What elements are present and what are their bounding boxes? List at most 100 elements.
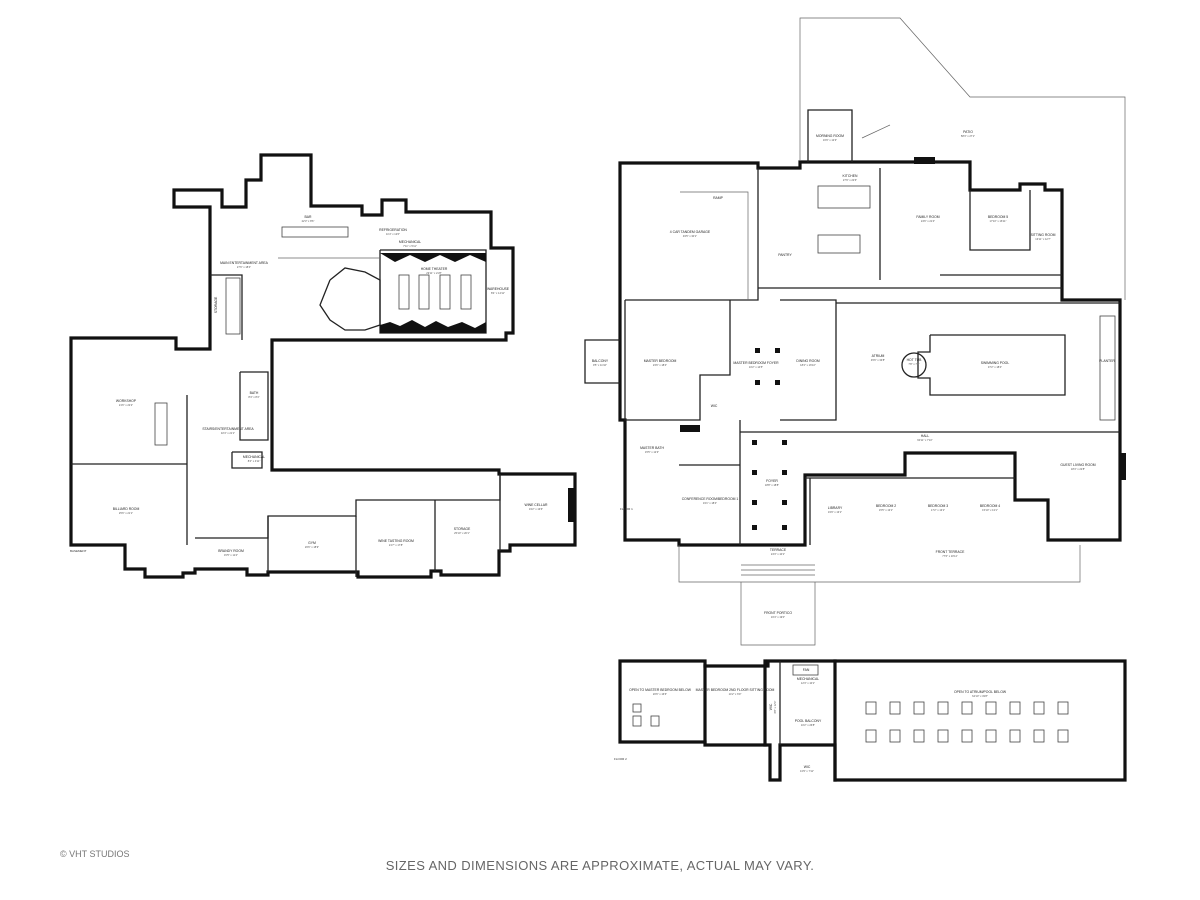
- room-warehouse-label: WAREHOUSE: [487, 287, 510, 291]
- room-bar-label: BAR: [305, 215, 313, 219]
- balcony-outline: [584, 339, 620, 384]
- room-entertainment-dims: 27'6" x 18'4": [237, 265, 251, 269]
- room-dining-label: DINING ROOM: [796, 359, 820, 363]
- room-mechanical-label: MECHANICAL: [399, 240, 421, 244]
- room-refrigeration-dims: 11'4" x 12'6": [386, 232, 400, 236]
- room-family-room-label: FAMILY ROOM: [916, 215, 939, 219]
- fan-box: [792, 664, 819, 676]
- room-master-foyer-label: MASTER BEDROOM FOYER: [733, 361, 779, 365]
- room-master-bedroom-dims: 23'6" x 18'4": [653, 363, 667, 367]
- room-upper-wic-dims: 6'8" x 12'3": [773, 701, 777, 714]
- room-theater-label: HOME THEATER: [421, 267, 448, 271]
- room-pool-balcony-label: POOL BALCONY: [795, 719, 822, 723]
- master-bedroom-wall: [624, 300, 731, 421]
- room-kitchen-label: KITCHEN: [843, 174, 858, 178]
- room-hall-label: HALL: [921, 434, 930, 438]
- room-garage-dims: 49'5" x 30'1": [683, 234, 697, 238]
- room-wine-tasting-dims: 21'7" x 17'8": [389, 543, 403, 547]
- room-ramp-label: RAMP: [713, 196, 724, 200]
- room-kitchen-dims: 27'9" x 22'6": [843, 178, 857, 182]
- room-entertainment-label: MAIN ENTERTAINMENT AREA: [220, 261, 269, 265]
- room-upper-sitting-label: MASTER BEDROOM 2ND FLOOR SITTING ROOM: [696, 688, 775, 692]
- room-billiard-label: BILLIARD ROOM: [113, 507, 140, 511]
- room-open-master-label: OPEN TO MASTER BEDROOM BELOW: [629, 688, 692, 692]
- kitchen-counter: [817, 185, 871, 209]
- swimming-pool-outline: [917, 334, 1066, 396]
- room-billiard-dims: 25'6" x 21'1": [119, 511, 133, 515]
- room-bedroom5-dims: 17'10" x 16'11": [990, 219, 1007, 223]
- upper-openings: [632, 703, 660, 727]
- columns: [752, 348, 787, 530]
- room-master-bedroom-label: MASTER BEDROOM: [644, 359, 677, 363]
- planter-box: [1099, 315, 1116, 421]
- basement-bath-wall: [239, 371, 269, 441]
- room-upper-wic2-dims: 13'9" x 7'11": [800, 769, 814, 773]
- room-patio-dims: 58'3" x 27'1": [961, 134, 975, 138]
- room-morning-label: MORNING ROOM: [816, 134, 844, 138]
- room-sitting-dims: 13'11" x 12'7": [1035, 237, 1051, 241]
- room-open-atrium-label: OPEN TO ATRIUM/POOL BELOW: [954, 690, 1007, 694]
- room-hot-tub-label: HOT TUB: [907, 358, 922, 362]
- room-upper-wic-label: WIC: [769, 703, 773, 710]
- room-refrigeration-label: REFRIGERATION: [379, 228, 407, 232]
- upper-skylights: [865, 701, 1069, 743]
- room-master-bath-label: MASTER BATH: [640, 446, 664, 450]
- room-pool-dims: 37'2" x 18'4": [988, 365, 1002, 369]
- room-atrium-dims: 45'6" x 33'8": [871, 358, 885, 362]
- patio-stair-lines: [861, 124, 891, 139]
- storage-wall: [210, 274, 243, 340]
- room-library-label: LIBRARY: [828, 506, 843, 510]
- room-workshop-dims: 21'6" x 22'2": [119, 403, 133, 407]
- room-morning-dims: 16'9" x 12'3": [823, 138, 837, 142]
- room-guest-living-dims: 18'4" x 22'8": [1071, 467, 1085, 471]
- room-terrace-label: TERRACE: [770, 548, 787, 552]
- room-bath-label: BATH: [250, 391, 259, 395]
- room-front-terrace-label: FRONT TERRACE: [936, 550, 965, 554]
- main-floor-plan: KITCHEN 27'9" x 22'6" FAMILY ROOM 24'6" …: [584, 17, 1126, 646]
- room-upper-mech-label: MECHANICAL: [797, 677, 819, 681]
- room-bar-dims: 22'3" x 8'6": [302, 219, 315, 223]
- guest-living-fireplace-shape: [1120, 453, 1126, 480]
- room-master-foyer-dims: 10'2" x 14'5": [749, 365, 763, 369]
- front-steps: [741, 564, 815, 576]
- room-stairs-area-label: STAIRS/ENTERTAINMENT AREA: [202, 427, 254, 431]
- room-upper-sitting-dims: 14'2" x 6'9": [729, 692, 742, 696]
- room-guest-living-label: GUEST LIVING ROOM: [1060, 463, 1095, 467]
- workshop-bench: [154, 402, 168, 446]
- room-upper-mech-dims: 12'3" x 10'1": [801, 681, 815, 685]
- theater-screen-shape: [380, 253, 486, 262]
- room-front-terrace-dims: 77'6" x 10'11": [942, 554, 958, 558]
- room-stairs-area-dims: 32'4" x 21'1": [221, 431, 235, 435]
- room-fan-label: FAN: [803, 668, 810, 672]
- room-conference-label: CONFERENCE ROOM/BEDROOM 1: [682, 497, 739, 501]
- garage-ramp-line: [680, 191, 749, 300]
- room-open-atrium-dims: 64'10" x 33'8": [972, 694, 988, 698]
- room-balcony-label: BALCONY: [592, 359, 609, 363]
- room-pantry-label: PANTRY: [778, 253, 792, 257]
- photo-credit: © VHT STUDIOS: [60, 849, 130, 859]
- room-bedroom3-dims: 17'2" x 13'1": [931, 508, 945, 512]
- room-library-dims: 19'9" x 13'1": [828, 510, 842, 514]
- room-gym-dims: 26'6" x 18'9": [305, 545, 319, 549]
- theater-wall: [379, 249, 487, 334]
- room-warehouse-dims: 8'4" x 14'11": [491, 291, 505, 295]
- room-bedroom4-dims: 15'10" x 13'1": [982, 508, 998, 512]
- hot-tub-circle: [901, 352, 927, 378]
- kitchen-island: [817, 234, 861, 254]
- room-terrace-dims: 24'3" x 10'1": [771, 552, 785, 556]
- room-planter-label: PLANTER: [1099, 359, 1115, 363]
- dining-room-wall: [780, 299, 837, 421]
- room-front-portico-dims: 16'4" x 19'0": [771, 615, 785, 619]
- theater-alcove-wall: [319, 267, 381, 331]
- upper-level-exterior-wall: [618, 659, 1127, 782]
- room-dining-dims: 18'4" x 16'10": [800, 363, 816, 367]
- room-open-master-dims: 20'6" x 16'6": [653, 692, 667, 696]
- room-theater-dims: 29'11" x 21'8": [426, 271, 442, 275]
- room-bedroom5-label: BEDROOM 5: [988, 215, 1008, 219]
- master-bath-block: [680, 425, 700, 432]
- room-bedroom2-label: BEDROOM 2: [876, 504, 896, 508]
- morning-room-wall: [807, 109, 853, 162]
- room-hall-dims: 60'11" x 7'10": [917, 438, 933, 442]
- room-workshop-label: WORKSHOP: [116, 399, 137, 403]
- dimensions-disclaimer: SIZES AND DIMENSIONS ARE APPROXIMATE, AC…: [385, 858, 815, 873]
